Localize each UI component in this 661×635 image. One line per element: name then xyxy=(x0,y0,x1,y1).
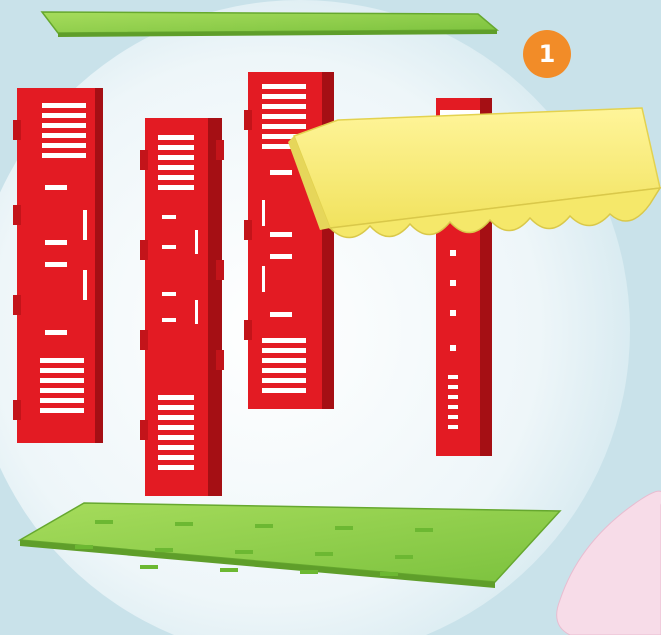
step-number-badge: 1 xyxy=(523,30,571,78)
top-panel xyxy=(42,12,497,37)
middle-right-wall xyxy=(244,72,334,409)
left-wall xyxy=(13,88,103,443)
middle-left-wall xyxy=(140,118,224,496)
awning xyxy=(288,108,660,238)
